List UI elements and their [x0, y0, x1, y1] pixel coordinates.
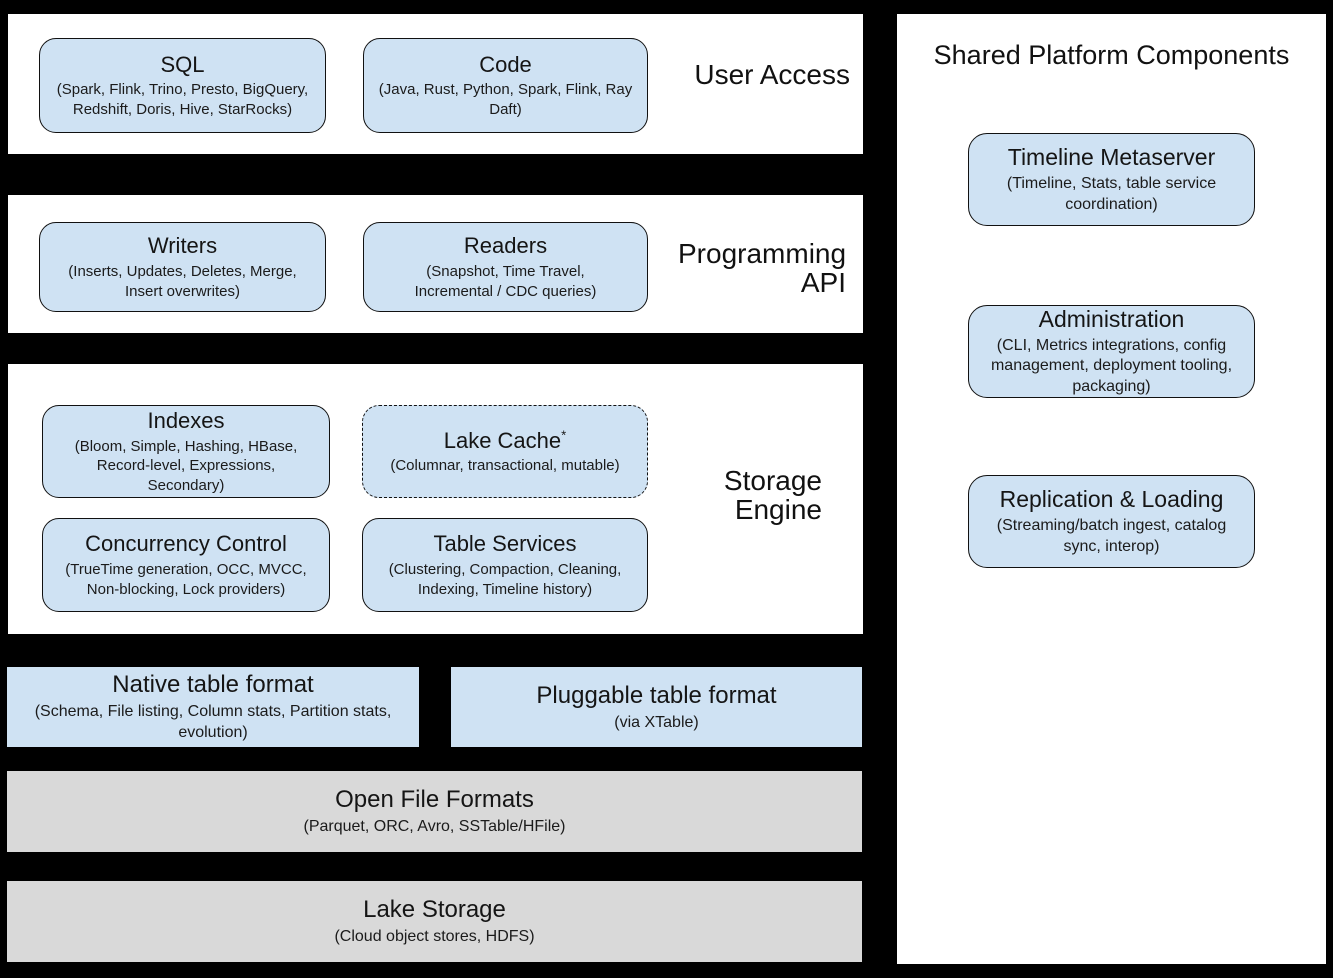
box-open-file-formats-subtitle: (Parquet, ORC, Avro, SSTable/HFile) [303, 818, 566, 836]
box-indexes: Indexes (Bloom, Simple, Hashing, HBase, … [42, 405, 330, 498]
box-pluggable-table-format: Pluggable table format (via XTable) [451, 667, 862, 747]
section-programming-api: Writers (Inserts, Updates, Deletes, Merg… [8, 195, 863, 333]
box-readers-title: Readers [463, 233, 548, 259]
box-timeline-metaserver: Timeline Metaserver (Timeline, Stats, ta… [968, 133, 1255, 226]
box-native-table-format: Native table format (Schema, File listin… [7, 667, 419, 747]
box-timeline-metaserver-subtitle: (Timeline, Stats, table service coordina… [1006, 175, 1217, 213]
box-concurrency-control-subtitle: (TrueTime generation, OCC, MVCC, Non-blo… [65, 560, 307, 598]
box-native-table-format-title: Native table format [112, 671, 314, 699]
section-storage-engine: Indexes (Bloom, Simple, Hashing, HBase, … [8, 364, 863, 634]
box-lake-cache-subtitle: (Columnar, transactional, mutable) [390, 457, 620, 475]
box-native-table-format-subtitle: (Schema, File listing, Column stats, Par… [34, 703, 392, 741]
box-table-services-subtitle: (Clustering, Compaction, Cleaning, Index… [388, 560, 622, 598]
box-readers: Readers (Snapshot, Time Travel, Incremen… [363, 222, 648, 312]
box-code: Code (Java, Rust, Python, Spark, Flink, … [363, 38, 648, 133]
box-sql-title: SQL [160, 51, 205, 77]
label-storage-engine: Storage Engine [723, 465, 822, 525]
box-code-title: Code [479, 51, 532, 77]
box-pluggable-table-format-subtitle: (via XTable) [614, 713, 699, 731]
box-lake-storage-subtitle: (Cloud object stores, HDFS) [334, 928, 535, 946]
panel-shared-platform: Shared Platform Components Timeline Meta… [897, 14, 1326, 964]
box-writers: Writers (Inserts, Updates, Deletes, Merg… [39, 222, 326, 312]
box-writers-subtitle: (Inserts, Updates, Deletes, Merge, Inser… [68, 262, 297, 300]
shared-platform-title: Shared Platform Components [933, 40, 1290, 70]
box-open-file-formats-title: Open File Formats [335, 786, 534, 814]
box-table-services-title: Table Services [433, 531, 577, 557]
box-lake-cache: Lake Cache* (Columnar, transactional, mu… [362, 405, 648, 498]
box-lake-cache-title: Lake Cache* [443, 427, 567, 453]
label-user-access: User Access [694, 59, 850, 90]
box-sql: SQL (Spark, Flink, Trino, Presto, BigQue… [39, 38, 326, 133]
box-open-file-formats: Open File Formats (Parquet, ORC, Avro, S… [7, 771, 862, 852]
section-user-access: SQL (Spark, Flink, Trino, Presto, BigQue… [8, 14, 863, 154]
box-administration-subtitle: (CLI, Metrics integrations, config manag… [990, 336, 1233, 396]
box-administration: Administration (CLI, Metrics integration… [968, 305, 1255, 398]
box-sql-subtitle: (Spark, Flink, Trino, Presto, BigQuery, … [56, 81, 309, 119]
box-timeline-metaserver-title: Timeline Metaserver [1007, 144, 1216, 171]
box-replication-loading-subtitle: (Streaming/batch ingest, catalog sync, i… [996, 517, 1227, 555]
box-indexes-title: Indexes [147, 408, 225, 434]
box-writers-title: Writers [147, 233, 218, 259]
box-indexes-subtitle: (Bloom, Simple, Hashing, HBase, Record-l… [74, 437, 298, 495]
label-programming-api: Programming API [678, 238, 847, 298]
box-readers-subtitle: (Snapshot, Time Travel, Incremental / CD… [414, 262, 597, 300]
box-concurrency-control-title: Concurrency Control [85, 531, 287, 557]
lake-cache-asterisk: * [561, 427, 567, 443]
box-table-services: Table Services (Clustering, Compaction, … [362, 518, 648, 612]
box-concurrency-control: Concurrency Control (TrueTime generation… [42, 518, 330, 612]
box-lake-storage: Lake Storage (Cloud object stores, HDFS) [7, 881, 862, 962]
box-replication-loading-title: Replication & Loading [999, 486, 1224, 513]
box-pluggable-table-format-title: Pluggable table format [536, 681, 777, 709]
box-replication-loading: Replication & Loading (Streaming/batch i… [968, 475, 1255, 568]
box-lake-storage-title: Lake Storage [363, 896, 506, 924]
box-administration-title: Administration [1038, 305, 1185, 332]
box-code-subtitle: (Java, Rust, Python, Spark, Flink, Ray D… [378, 81, 633, 119]
